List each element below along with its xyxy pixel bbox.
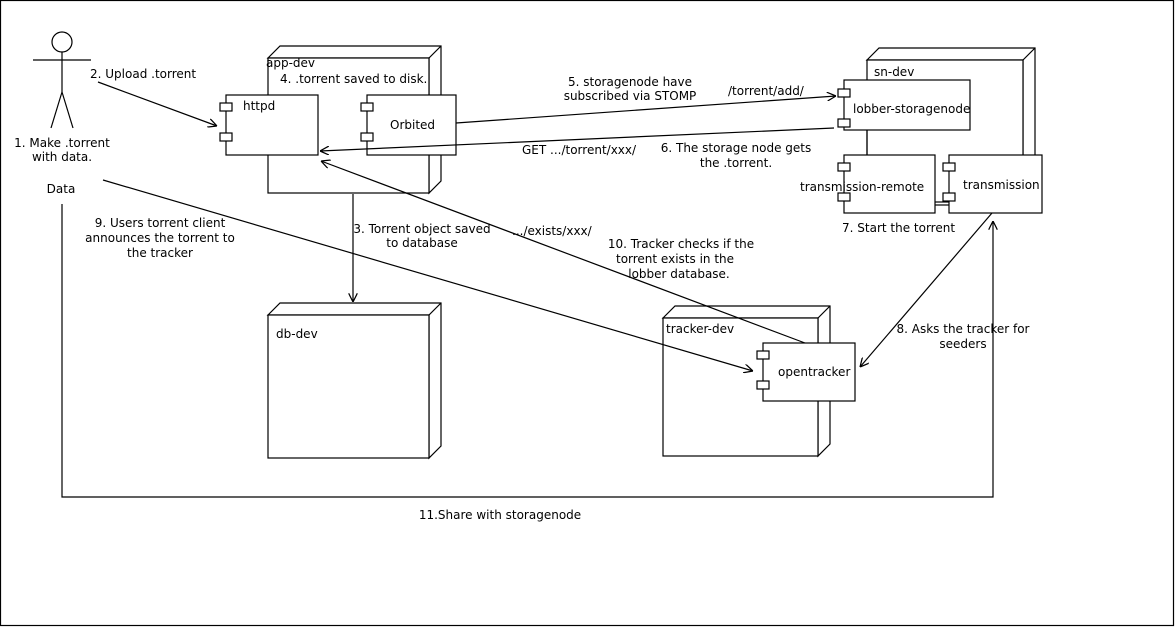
component-opentracker [756, 342, 856, 402]
arrow-upload-torrent [97, 81, 217, 126]
label-announce-line1: 9. Users torrent client [95, 216, 226, 230]
label-exists: .../exists/xxx/ [512, 224, 593, 238]
arrow-announce-torrent [102, 179, 753, 371]
label-start-torrent: 7. Start the torrent [842, 221, 955, 235]
db-dev-node-front [267, 314, 430, 459]
lobber-label: lobber-storagenode [853, 102, 970, 116]
node-db-dev [266, 302, 442, 460]
httpd-port-top [219, 102, 233, 112]
label-subscribed-line1: 5. storagenode have [568, 75, 692, 89]
opentracker-label: opentracker [778, 365, 850, 379]
orbited-port-top [360, 102, 374, 112]
arrow-ask-seeders [860, 212, 993, 367]
opentracker-box [762, 342, 856, 402]
label-asks-tracker-line2: seeders [939, 337, 986, 351]
label-subscribed-line2: subscribed via STOMP [564, 89, 697, 103]
label-announce-line2: announces the torrent to [85, 231, 235, 245]
label-tracker-checks-line1: 10. Tracker checks if the [608, 237, 754, 251]
sn-dev-title: sn-dev [874, 65, 914, 79]
label-upload: 2. Upload .torrent [90, 67, 196, 81]
component-lobber-storagenode [837, 79, 971, 131]
component-httpd [219, 94, 319, 156]
opentracker-port-top [756, 350, 770, 360]
actor-leg-left [50, 91, 63, 129]
label-saved-to-disk: 4. .torrent saved to disk. [280, 72, 427, 86]
arrow-exists-check [321, 161, 806, 344]
data-label: Data [47, 182, 76, 196]
label-sn-gets-line1: 6. The storage node gets [661, 141, 812, 155]
lobber-port-bottom [837, 118, 851, 128]
transmission-remote-port-top [837, 162, 851, 172]
label-tracker-checks-line2: torrent exists in the [616, 252, 734, 266]
transmission-remote-box [843, 154, 936, 214]
label-asks-tracker-line1: 8. Asks the tracker for [897, 322, 1030, 336]
transmission-port-top [942, 162, 956, 172]
transmission-label: transmission [963, 178, 1040, 192]
tracker-dev-title: tracker-dev [666, 322, 734, 336]
label-db-saved-line1: 3. Torrent object saved [353, 222, 490, 236]
httpd-box [225, 94, 319, 156]
transmission-remote-label: transmission-remote [800, 180, 924, 194]
opentracker-port-bottom [756, 380, 770, 390]
orbited-port-bottom [360, 132, 374, 142]
lobber-box [843, 79, 971, 131]
app-dev-title: app-dev [266, 56, 315, 70]
label-get-torrent: GET .../torrent/xxx/ [522, 143, 637, 157]
orbited-label: Orbited [390, 118, 435, 132]
arrow-share-with-storagenode [61, 204, 993, 498]
httpd-port-bottom [219, 132, 233, 142]
label-share-with-storagenode: 11.Share with storagenode [419, 508, 581, 522]
label-torrent-add: /torrent/add/ [728, 84, 805, 98]
component-transmission-remote [837, 154, 936, 214]
label-sn-gets-line2: the .torrent. [700, 156, 772, 170]
db-dev-title: db-dev [276, 327, 318, 341]
transmission-box [948, 154, 1043, 214]
actor-leg-right [61, 91, 74, 129]
label-db-saved-line2: to database [386, 236, 458, 250]
arrow-torrent-add [455, 96, 836, 124]
actor-caption-line1: 1. Make .torrent [14, 136, 110, 150]
transmission-port-bottom [942, 192, 956, 202]
lobber-port-top [837, 88, 851, 98]
actor-head [51, 31, 73, 53]
component-transmission [942, 154, 1043, 214]
arrow-get-torrent [320, 127, 835, 151]
transmission-remote-port-bottom [837, 192, 851, 202]
label-announce-line3: the tracker [127, 246, 193, 260]
actor-caption-line2: with data. [32, 150, 92, 164]
label-tracker-checks-line3: lobber database. [628, 267, 730, 281]
user-actor [33, 31, 91, 129]
httpd-label: httpd [243, 99, 275, 113]
